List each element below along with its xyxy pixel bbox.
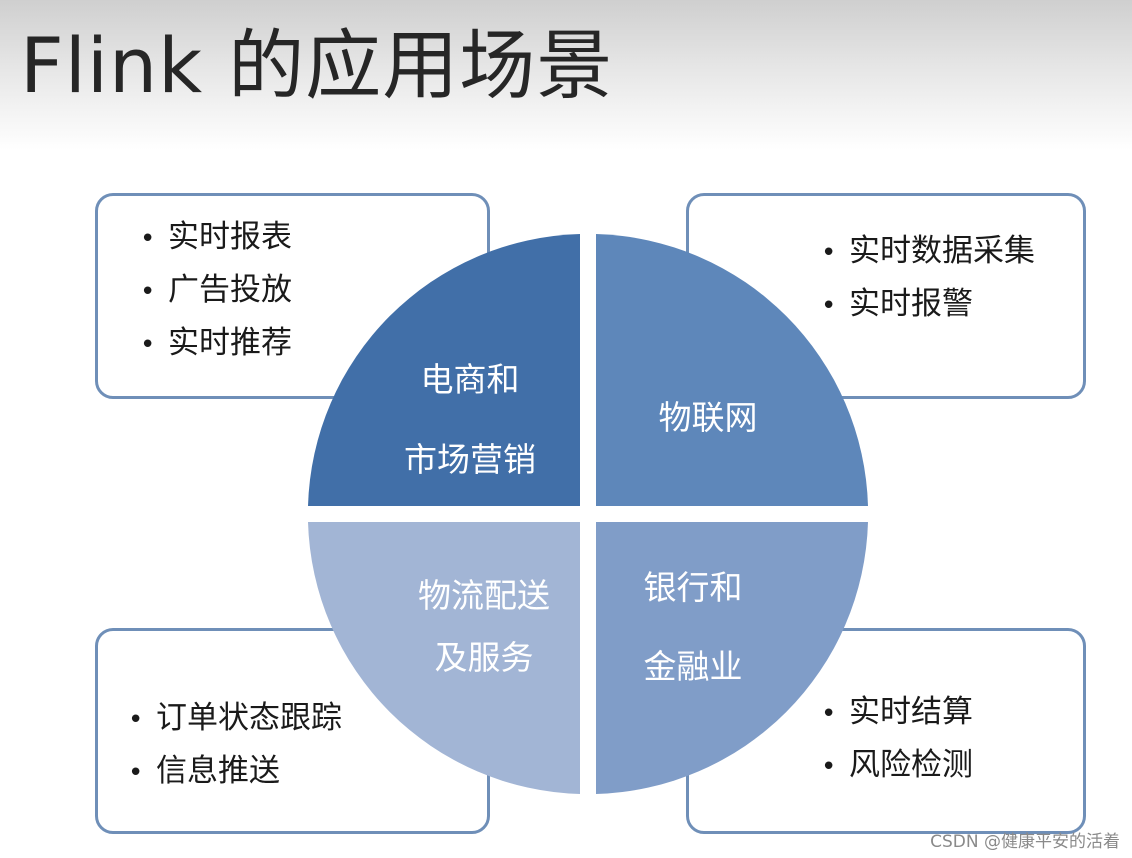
quadrant-circle: 电商和 市场营销 物联网 物流配送 及服务 银行和 金融业 [308, 234, 868, 794]
bullet-item: 实时报表 [140, 212, 292, 265]
bullet-item: 订单状态跟踪 [128, 693, 342, 746]
quadrant-label: 及服务 [435, 638, 534, 677]
quadrant-label: 金融业 [644, 647, 743, 686]
bullet-list: 实时报表 广告投放 实时推荐 [140, 212, 292, 371]
bullet-item: 实时数据采集 [821, 226, 1035, 279]
bullet-item: 广告投放 [140, 265, 292, 318]
bullet-item: 实时报警 [821, 279, 1035, 332]
bullet-item: 实时结算 [821, 687, 973, 740]
quadrant-label: 电商和 [421, 360, 520, 399]
quadrant-banking-finance [596, 522, 868, 794]
title-band [0, 0, 1132, 150]
bullet-item: 风险检测 [821, 740, 973, 793]
bullet-list: 订单状态跟踪 信息推送 [128, 693, 342, 799]
quadrant-label: 银行和 [644, 568, 743, 607]
bullet-list: 实时数据采集 实时报警 [821, 226, 1035, 332]
bullet-list: 实时结算 风险检测 [821, 687, 973, 793]
quadrant-label: 市场营销 [404, 440, 536, 479]
quadrant-ecommerce-marketing [308, 234, 580, 506]
quadrant-iot [596, 234, 868, 506]
bullet-item: 信息推送 [128, 746, 342, 799]
quadrant-logistics [308, 522, 580, 794]
quadrant-label: 物联网 [659, 398, 758, 437]
quadrant-label: 物流配送 [418, 576, 550, 615]
watermark: CSDN @健康平安的活着 [930, 832, 1120, 852]
slide-title: Flink 的应用场景 [20, 21, 614, 110]
bullet-item: 实时推荐 [140, 318, 292, 371]
